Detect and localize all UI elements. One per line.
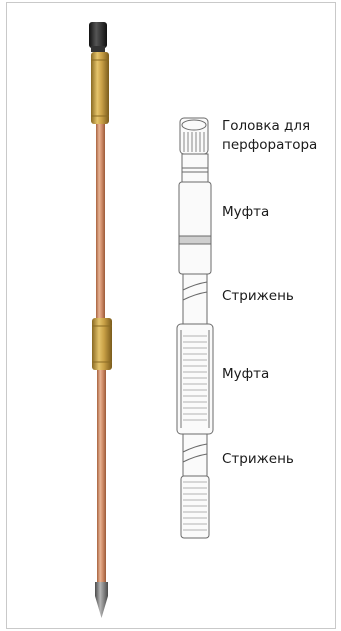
label-head-line-2: перфоратора	[222, 137, 317, 154]
assembled-rod	[89, 22, 112, 618]
label-coupling-1: Муфта	[222, 204, 269, 221]
drive-head	[89, 22, 107, 48]
top-coupling	[91, 52, 109, 124]
label-rod-1: Стрижень	[222, 288, 294, 305]
label-rod-2: Стрижень	[222, 451, 294, 468]
rod-tip	[95, 582, 108, 618]
label-coupling-2: Муфта	[222, 366, 269, 383]
drawing-coupling-2	[177, 324, 213, 434]
upper-rod	[96, 124, 105, 319]
exploded-drawing	[177, 118, 213, 538]
drawing-rod-1	[183, 274, 207, 324]
drawing-coupling-1	[179, 182, 211, 274]
lower-rod	[97, 370, 106, 582]
drawing-thread-end	[181, 476, 209, 538]
label-head-line-1: Головка для	[222, 118, 310, 135]
